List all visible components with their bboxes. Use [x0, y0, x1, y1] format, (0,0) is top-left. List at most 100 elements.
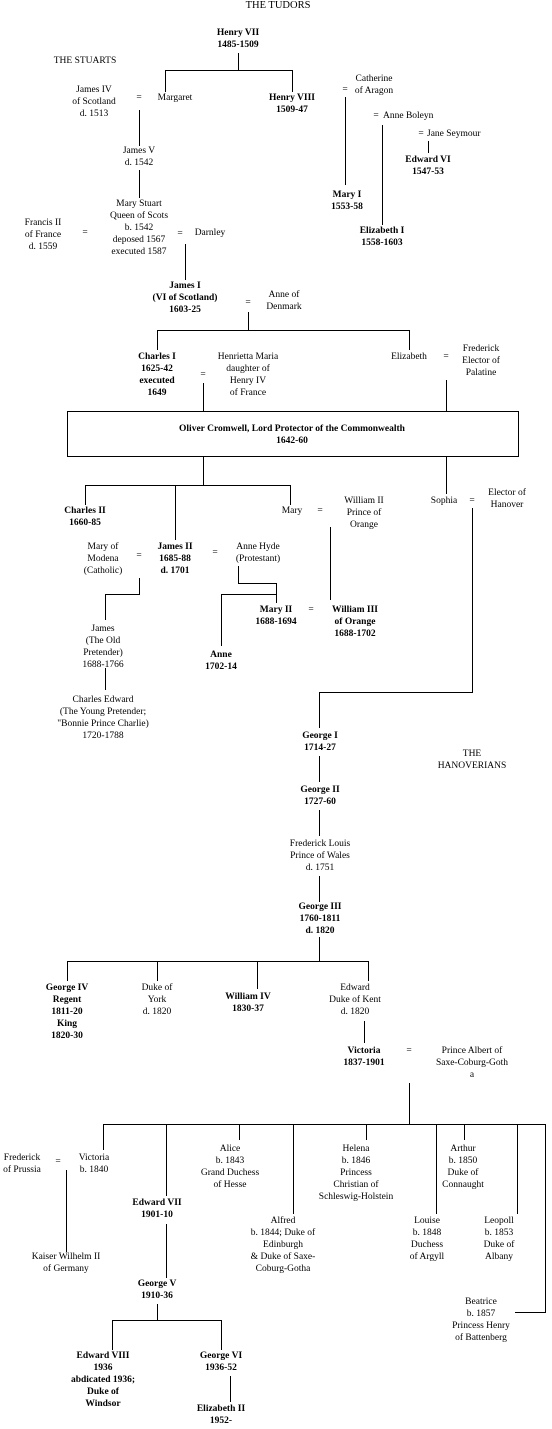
person-george-i: George I 1714-27 — [302, 731, 338, 753]
marriage-sign: = — [200, 370, 206, 380]
connector — [221, 594, 276, 595]
person-helena: Helena b. 1846 Princess Christian of Sch… — [318, 1144, 394, 1202]
person-prince-albert: Prince Albert of Saxe-Coburg-Goth a — [435, 1046, 509, 1080]
person-henry-viii: Henry VIII 1509-47 — [268, 93, 316, 115]
person-elizabeth-ii: Elizabeth II 1952- — [196, 1404, 246, 1426]
person-george-ii: George II 1727-60 — [300, 785, 340, 807]
connector — [85, 485, 86, 505]
connector — [409, 1083, 410, 1124]
connector — [105, 594, 106, 620]
connector — [105, 594, 140, 595]
connector — [103, 1124, 545, 1125]
person-mary-i: Mary I 1553-58 — [331, 190, 363, 212]
marriage-sign: = — [469, 496, 475, 506]
person-darnley: Darnley — [194, 228, 226, 238]
person-leopold: Leopoll b. 1853 Duke of Albany — [483, 1216, 515, 1262]
connector — [292, 70, 293, 92]
person-anne-hyde: Anne Hyde (Protestant) — [235, 542, 281, 564]
person-james-i: James I (VI of Scotland) 1603-25 — [152, 281, 218, 315]
person-elizabeth-stuart: Elizabeth — [391, 352, 427, 362]
connector — [67, 961, 368, 962]
person-william-iv: William IV 1830-37 — [225, 992, 271, 1014]
person-arthur: Arthur b. 1850 Duke of Connaught — [442, 1144, 484, 1190]
person-princess-victoria: Victoria b. 1840 — [78, 1153, 110, 1175]
person-george-vi: George VI 1936-52 — [199, 1351, 243, 1373]
connector — [157, 330, 409, 331]
person-george-v: George V 1910-36 — [137, 1279, 177, 1301]
connector — [230, 1376, 231, 1402]
connector — [382, 125, 383, 225]
person-sophia: Sophia — [430, 496, 458, 506]
person-margaret: Margaret — [157, 93, 193, 103]
person-frederick-louis: Frederick Louis Prince of Wales d. 1751 — [289, 839, 351, 873]
connector — [345, 97, 346, 185]
person-elizabeth-i: Elizabeth I 1558-1603 — [359, 226, 405, 248]
heading-stuarts: THE STUARTS — [53, 56, 117, 66]
marriage-sign: = — [82, 228, 88, 238]
marriage-sign: = — [212, 548, 218, 558]
person-edward-viii: Edward VIII 1936 abdicated 1936; Duke of… — [70, 1351, 136, 1409]
person-duke-of-york: Duke of York d. 1820 — [141, 983, 173, 1017]
person-anne-boleyn: Anne Boleyn — [383, 111, 434, 121]
connector — [319, 692, 473, 693]
connector — [276, 583, 277, 603]
connector — [366, 1124, 367, 1140]
person-henrietta-maria: Henrietta Maria daughter of Henry IV of … — [217, 352, 279, 398]
person-louise: Louise b. 1848 Duchess of Argyll — [409, 1216, 445, 1262]
person-james-old-pretender: James (The Old Pretender) 1688-1766 — [82, 624, 124, 670]
heading-hanoverians: THE HANOVERIANS — [437, 749, 507, 771]
person-edward-vii: Edward VII 1901-10 — [132, 1198, 182, 1220]
connector — [257, 961, 258, 989]
connector — [515, 1312, 546, 1313]
connector — [203, 383, 204, 411]
marriage-sign: = — [443, 352, 449, 362]
connector — [446, 380, 447, 411]
person-alfred: Alfred b. 1844; Duke of Edinburgh & Duke… — [250, 1216, 316, 1274]
marriage-sign: = — [55, 1157, 61, 1167]
connector — [67, 961, 68, 981]
person-mary-of-modena: Mary of Modena (Catholic) — [83, 542, 123, 576]
person-william-iii: William III of Orange 1688-1702 — [331, 605, 379, 639]
person-george-iii: George III 1760-1811 d. 1820 — [298, 902, 342, 936]
connector — [319, 810, 320, 836]
connector — [221, 594, 222, 646]
connector — [139, 110, 140, 146]
connector — [364, 1021, 365, 1043]
connector — [319, 692, 320, 728]
connector — [293, 1124, 294, 1214]
connector — [157, 961, 158, 981]
marriage-sign: = — [308, 605, 314, 615]
marriage-sign: = — [245, 298, 251, 308]
connector — [319, 756, 320, 782]
connector — [472, 508, 473, 692]
marriage-sign: = — [136, 93, 142, 103]
connector — [175, 485, 176, 540]
person-anne-of-denmark: Anne of Denmark — [266, 290, 302, 312]
person-anne: Anne 1702-14 — [205, 650, 237, 672]
connector — [157, 1304, 158, 1320]
connector — [203, 457, 204, 485]
person-frederick-palatine: Frederick Elector of Palatine — [462, 344, 500, 378]
connector — [165, 70, 292, 71]
connector — [436, 1124, 437, 1214]
person-jane-seymour: Jane Seymour — [427, 129, 481, 139]
person-mary-ii: Mary II 1688-1694 — [255, 605, 297, 627]
person-edward-vi: Edward VI 1547-53 — [405, 155, 451, 177]
person-henry-vii: Henry VII 1485-1509 — [216, 28, 260, 50]
person-elector-hanover: Elector of Hanover — [488, 488, 526, 510]
connector — [428, 141, 429, 153]
person-edward-duke-of-kent: Edward Duke of Kent d. 1820 — [329, 983, 381, 1017]
person-kaiser-wilhelm-ii: Kaiser Wilhelm II of Germany — [31, 1252, 101, 1274]
marriage-sign: = — [373, 111, 379, 121]
cromwell-box — [67, 411, 519, 457]
connector — [185, 244, 186, 280]
connector — [221, 1320, 222, 1350]
connector — [464, 1124, 465, 1140]
person-beatrice: Beatrice b. 1857 Princess Henry of Batte… — [452, 1297, 510, 1343]
person-charles-edward: Charles Edward (The Young Pretender; "Bo… — [57, 695, 149, 741]
person-victoria: Victoria 1837-1901 — [343, 1046, 385, 1068]
marriage-sign: = — [406, 1046, 412, 1056]
connector — [238, 566, 239, 583]
person-francis-ii: Francis II of France d. 1559 — [24, 218, 62, 252]
